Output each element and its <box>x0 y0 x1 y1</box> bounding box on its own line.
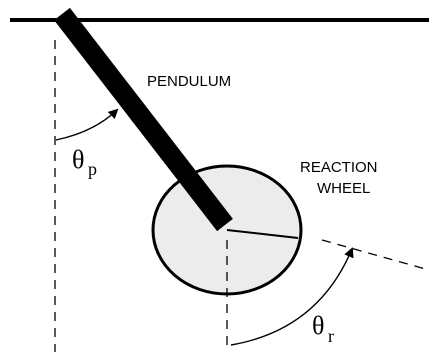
pendulum-arm <box>54 7 233 232</box>
reaction-wheel-label-line2: WHEEL <box>317 180 370 197</box>
pendulum-label: PENDULUM <box>147 73 231 90</box>
theta-r-symbol: θ <box>312 311 324 340</box>
wheel-extended-reference <box>321 239 429 271</box>
wheel-radius-line <box>226 229 299 239</box>
theta-p-symbol: θ <box>72 145 84 174</box>
theta-r-subscript: r <box>328 326 334 346</box>
pendulum-angle-arc <box>55 108 119 141</box>
reaction-angle-arc <box>230 247 354 346</box>
reaction-wheel-label-line1: REACTION <box>300 159 378 176</box>
theta-p-subscript: p <box>88 159 97 179</box>
